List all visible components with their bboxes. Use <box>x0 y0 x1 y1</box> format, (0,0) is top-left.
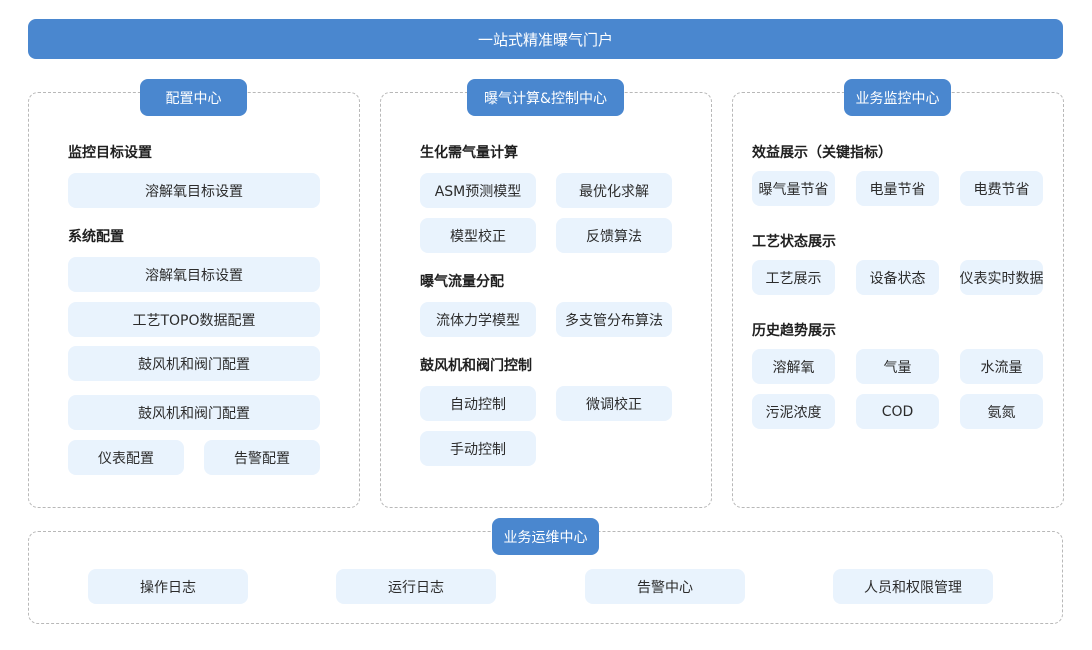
monitor-chip-aeration-saving[interactable]: 曝气量节省 <box>752 171 835 206</box>
config-chip-blower-valve[interactable]: 鼓风机和阀门配置 <box>68 346 320 381</box>
monitor-chip-dissolved-oxygen[interactable]: 溶解氧 <box>752 349 835 384</box>
config-chip-do-target-2[interactable]: 溶解氧目标设置 <box>68 257 320 292</box>
benefit-section-title: 效益展示（关键指标） <box>752 145 892 161</box>
history-trend-section-title: 历史趋势展示 <box>752 323 836 339</box>
ops-chip-user-permission[interactable]: 人员和权限管理 <box>833 569 993 604</box>
config-chip-alarm[interactable]: 告警配置 <box>204 440 320 475</box>
aeration-chip-model-calibration[interactable]: 模型校正 <box>420 218 536 253</box>
aeration-chip-fine-tune[interactable]: 微调校正 <box>556 386 672 421</box>
aeration-chip-fluid-model[interactable]: 流体力学模型 <box>420 302 536 337</box>
aeration-center-title: 曝气计算&控制中心 <box>467 79 624 116</box>
portal-title: 一站式精准曝气门户 <box>477 30 613 49</box>
monitor-chip-sludge-concentration[interactable]: 污泥浓度 <box>752 394 835 429</box>
aeration-chip-asm-model[interactable]: ASM预测模型 <box>420 173 536 208</box>
system-config-section-title: 系统配置 <box>68 229 124 245</box>
monitor-chip-process-display[interactable]: 工艺展示 <box>752 260 835 295</box>
monitor-chip-cod[interactable]: COD <box>856 394 939 429</box>
monitor-chip-ammonia-nitrogen[interactable]: 氨氮 <box>960 394 1043 429</box>
process-status-section-title: 工艺状态展示 <box>752 234 836 250</box>
ops-chip-alarm-center[interactable]: 告警中心 <box>585 569 745 604</box>
blower-valve-control-section-title: 鼓风机和阀门控制 <box>420 358 532 374</box>
ops-chip-run-log[interactable]: 运行日志 <box>336 569 496 604</box>
aeration-chip-optimization[interactable]: 最优化求解 <box>556 173 672 208</box>
config-center-title: 配置中心 <box>140 79 247 116</box>
monitor-chip-air-volume[interactable]: 气量 <box>856 349 939 384</box>
bio-air-demand-section-title: 生化需气量计算 <box>420 145 518 161</box>
monitor-chip-device-status[interactable]: 设备状态 <box>856 260 939 295</box>
config-chip-blower-valve-2[interactable]: 鼓风机和阀门配置 <box>68 395 320 430</box>
ops-chip-operation-log[interactable]: 操作日志 <box>88 569 248 604</box>
config-chip-topo[interactable]: 工艺TOPO数据配置 <box>68 302 320 337</box>
aeration-chip-auto-control[interactable]: 自动控制 <box>420 386 536 421</box>
flow-distribution-section-title: 曝气流量分配 <box>420 274 504 290</box>
ops-center-title: 业务运维中心 <box>492 518 599 555</box>
monitor-chip-instrument-realtime[interactable]: 仪表实时数据 <box>960 260 1043 295</box>
aeration-chip-manifold-algo[interactable]: 多支管分布算法 <box>556 302 672 337</box>
config-chip-instrument[interactable]: 仪表配置 <box>68 440 184 475</box>
monitor-center-title: 业务监控中心 <box>844 79 951 116</box>
monitor-chip-water-flow[interactable]: 水流量 <box>960 349 1043 384</box>
aeration-chip-feedback[interactable]: 反馈算法 <box>556 218 672 253</box>
aeration-chip-manual-control[interactable]: 手动控制 <box>420 431 536 466</box>
portal-title-banner: 一站式精准曝气门户 <box>28 19 1063 59</box>
monitor-target-section-title: 监控目标设置 <box>68 145 152 161</box>
monitor-chip-cost-saving[interactable]: 电费节省 <box>960 171 1043 206</box>
config-chip-do-target[interactable]: 溶解氧目标设置 <box>68 173 320 208</box>
monitor-chip-power-saving[interactable]: 电量节省 <box>856 171 939 206</box>
